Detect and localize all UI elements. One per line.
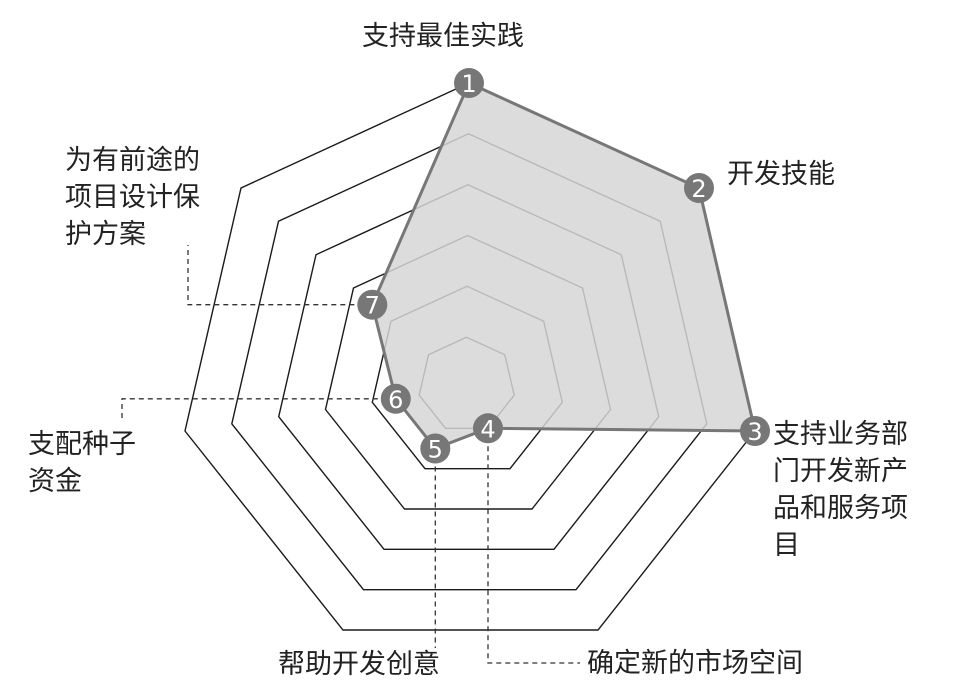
leader-line-7 [187, 245, 373, 306]
axis-label-3-line-2: 门开发新产 [773, 456, 908, 487]
axis-label-3-line-1: 支持业务部 [773, 419, 908, 450]
data-polygon [370, 81, 757, 450]
axis-label-2: 开发技能 [727, 159, 835, 190]
point-badge-4 [473, 413, 503, 444]
axis-label-7-line-2: 项目设计保 [65, 182, 200, 213]
point-badge-3 [740, 416, 770, 446]
point-number-3: 3 [747, 418, 762, 446]
point-number-2: 2 [691, 175, 706, 203]
point-number-7: 7 [365, 292, 380, 320]
axis-label-5: 帮助开发创意 [278, 649, 440, 680]
leader-line-6 [121, 398, 396, 418]
point-number-5: 5 [428, 436, 443, 464]
axis-label-4: 确定新的市场空间 [587, 648, 803, 679]
point-number-1: 1 [461, 70, 476, 98]
axis-label-1: 支持最佳实践 [362, 21, 524, 52]
point-badge-7 [357, 289, 388, 320]
axis-label-3-line-4: 目 [773, 530, 800, 561]
axis-label-6-line-1: 支配种子 [28, 429, 136, 460]
axis-label-3-line-3: 品和服务项 [773, 493, 908, 524]
axis-label-7-line-3: 护方案 [65, 219, 146, 250]
point-badge-1 [454, 68, 484, 98]
point-badge-6 [380, 383, 411, 414]
point-badge-5 [420, 433, 451, 464]
axis-label-6-line-2: 资金 [28, 466, 82, 497]
axis-label-7-line-1: 为有前途的 [65, 145, 200, 176]
point-number-4: 4 [480, 415, 495, 443]
point-badge-2 [684, 173, 714, 203]
leader-line-4 [487, 428, 580, 664]
point-number-6: 6 [388, 386, 403, 414]
